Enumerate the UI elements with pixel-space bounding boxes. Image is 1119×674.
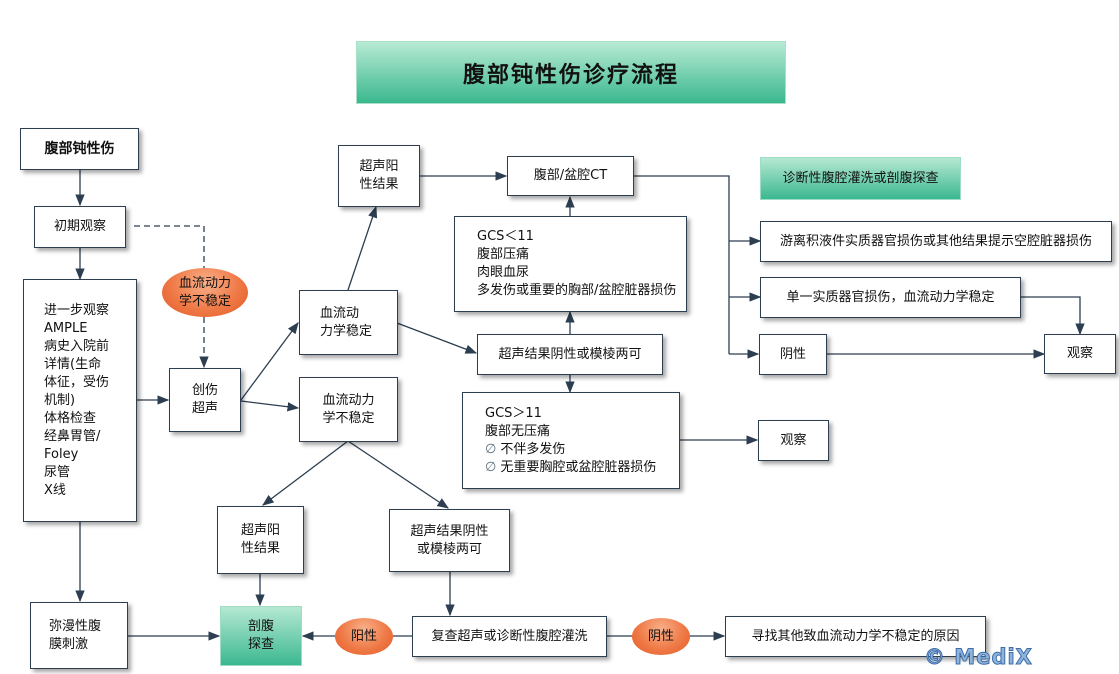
criteria-line: 多发伤或重要的胸部/盆腔脏器损伤 xyxy=(477,283,677,298)
node-hemodynamic-unstable: 血流动力 学不稳定 xyxy=(299,377,398,442)
node-label: 单一实质器官损伤，血流动力学稳定 xyxy=(786,289,995,305)
node-hemodynamic-stable: 血流动 力学稳定 xyxy=(299,290,398,355)
node-label: 进一步观察 AMPLE 病史入院前 详情(生命 体征，受伤 机制) 体格检查 经… xyxy=(44,302,110,498)
node-label: 阴性 xyxy=(779,346,806,362)
arrow-stable-to-usneg xyxy=(396,322,478,354)
node-observe-right: 观察 xyxy=(1044,334,1116,374)
arrow-stable-to-uspos xyxy=(347,205,378,291)
node-label: 诊断性腹腔灌洗或剖腹探查 xyxy=(782,170,939,186)
arrow-unstable-to-uspos xyxy=(262,440,349,506)
node-label: 剖腹 探查 xyxy=(247,619,274,652)
node-initial-observation: 初期观察 xyxy=(34,206,126,248)
dashed-initial-to-fast xyxy=(134,225,205,268)
node-abdominal-ct: 腹部/盆腔CT xyxy=(507,156,634,196)
node-label: 超声阳 性结果 xyxy=(240,523,280,556)
node-label: 腹部钝性伤 xyxy=(44,141,115,157)
watermark-logo: © MediX xyxy=(924,645,1033,670)
node-label: 超声结果阴性或模棱两可 xyxy=(498,346,642,362)
node-gcs-high-criteria: GCS＞11 腹部无压痛 ∅不伴多发伤 ∅无重要胸腔或盆腔脏器损伤 xyxy=(462,392,680,489)
oval-negative: 阴性 xyxy=(632,618,690,655)
node-label: 寻找其他致血流动力学不稳定的原因 xyxy=(751,628,960,644)
node-laparotomy: 剖腹 探查 xyxy=(220,606,302,666)
node-gcs-low-criteria: GCS＜11 腹部压痛 肉眼血尿 多发伤或重要的胸部/盆腔脏器损伤 xyxy=(454,216,687,312)
oval-label: 阴性 xyxy=(647,628,674,644)
node-label: 超声结果阴性 或模棱两可 xyxy=(410,523,489,557)
node-negative: 阴性 xyxy=(759,334,827,375)
negated-text: 不伴多发伤 xyxy=(500,441,566,457)
node-label: 观察 xyxy=(1066,346,1093,361)
node-us-positive-top: 超声阳 性结果 xyxy=(338,145,420,207)
oval-hemodynamic-unstable: 血流动力 学不稳定 xyxy=(162,268,248,317)
criteria-line: GCS＞11 xyxy=(485,405,542,421)
node-label: 初期观察 xyxy=(53,219,106,234)
empty-set-icon: ∅ xyxy=(485,459,497,475)
node-free-fluid: 游离积液件实质器官损伤或其他结果提示空腔脏器损伤 xyxy=(760,221,1112,262)
criteria-line-negated: ∅不伴多发伤 xyxy=(485,441,656,459)
node-observe-mid: 观察 xyxy=(758,420,829,461)
node-label: 观察 xyxy=(780,432,807,448)
node-us-negative-mid: 超声结果阴性或模棱两可 xyxy=(477,334,663,375)
node-label: 复查超声或诊断性腹腔灌洗 xyxy=(431,628,588,644)
node-fast-ultrasound: 创伤 超声 xyxy=(169,368,241,432)
node-us-negative-bottom: 超声结果阴性 或模棱两可 xyxy=(389,509,510,572)
arrow-singleorgan-to-observe xyxy=(1020,296,1085,336)
oval-positive: 阳性 xyxy=(335,618,393,655)
criteria-line: 腹部压痛 xyxy=(477,247,530,262)
node-label: 血流动力 学不稳定 xyxy=(322,392,375,426)
node-further-observation: 进一步观察 AMPLE 病史入院前 详情(生命 体征，受伤 机制) 体格检查 经… xyxy=(23,279,137,522)
node-label: 腹部/盆腔CT xyxy=(533,168,608,183)
oval-label: 血流动力 学不稳定 xyxy=(178,275,231,309)
node-blunt-trauma: 腹部钝性伤 xyxy=(20,128,139,170)
node-label: 血流动 力学稳定 xyxy=(320,305,373,339)
node-us-positive-bottom: 超声阳 性结果 xyxy=(217,506,304,574)
node-label: 超声阳 性结果 xyxy=(359,159,399,192)
line-ct-to-branches xyxy=(634,175,730,354)
criteria-line: 腹部无压痛 xyxy=(485,423,551,439)
node-dpl-or-laparotomy: 诊断性腹腔灌洗或剖腹探查 xyxy=(760,157,961,200)
criteria-line-negated: ∅无重要胸腔或盆腔脏器损伤 xyxy=(485,459,656,477)
arrow-fast-to-unstable xyxy=(240,400,300,412)
node-label: 弥漫性腹 膜刺激 xyxy=(49,618,102,652)
arrow-unstable-to-usneg xyxy=(347,440,449,509)
empty-set-icon: ∅ xyxy=(485,441,497,457)
node-find-other-cause: 寻找其他致血流动力学不稳定的原因 xyxy=(725,616,986,657)
node-label: 创伤 超声 xyxy=(191,383,218,416)
criteria-line: GCS＜11 xyxy=(477,229,534,244)
negated-text: 无重要胸腔或盆腔脏器损伤 xyxy=(500,459,657,475)
node-repeat-us-or-dpl: 复查超声或诊断性腹腔灌洗 xyxy=(412,616,607,657)
node-diffuse-peritonitis: 弥漫性腹 膜刺激 xyxy=(30,602,128,669)
node-single-organ: 单一实质器官损伤，血流动力学稳定 xyxy=(760,277,1021,318)
criteria-line: 肉眼血尿 xyxy=(477,265,530,280)
arrow-fast-to-stable xyxy=(240,322,299,401)
node-label: 游离积液件实质器官损伤或其他结果提示空腔脏器损伤 xyxy=(779,233,1092,249)
oval-label: 阳性 xyxy=(350,628,377,644)
flowchart-title: 腹部钝性伤诊疗流程 xyxy=(356,41,786,104)
